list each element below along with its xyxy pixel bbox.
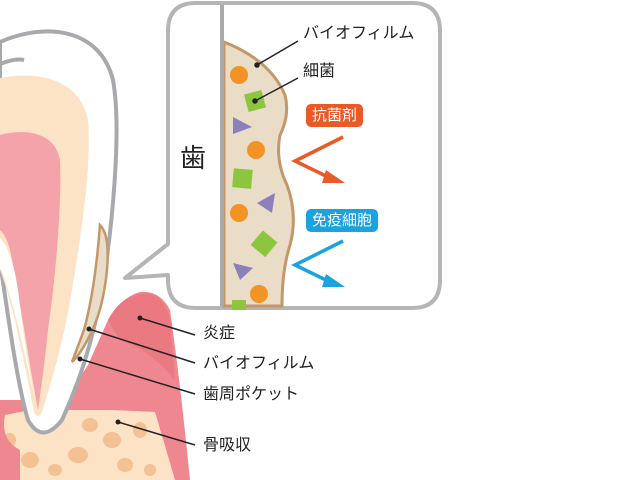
callout-biofilm-label: バイオフィルム [303,23,415,42]
antibacterial-badge: 抗菌剤 [306,104,364,127]
antibacterial-arrow-icon [291,135,345,183]
callout-bubble [123,1,442,310]
label-leader-lines [77,315,196,446]
immune-arrow-icon [291,239,345,287]
bacteria-label: 細菌 [303,61,336,80]
biofilm-on-tooth [70,222,109,363]
tooth-label: 歯 [180,144,207,174]
biofilm-layer [222,39,295,308]
leader-lines [252,40,299,104]
periodontal-pocket-label: 歯周ポケット [203,384,300,403]
inflammation-label: 炎症 [203,323,236,342]
bacteria [230,66,278,310]
immune-cells-badge: 免疫細胞 [306,209,379,232]
bone-resorption-label: 骨吸収 [203,435,252,454]
bone-spots [4,418,156,476]
biofilm-label: バイオフィルム [203,353,315,372]
